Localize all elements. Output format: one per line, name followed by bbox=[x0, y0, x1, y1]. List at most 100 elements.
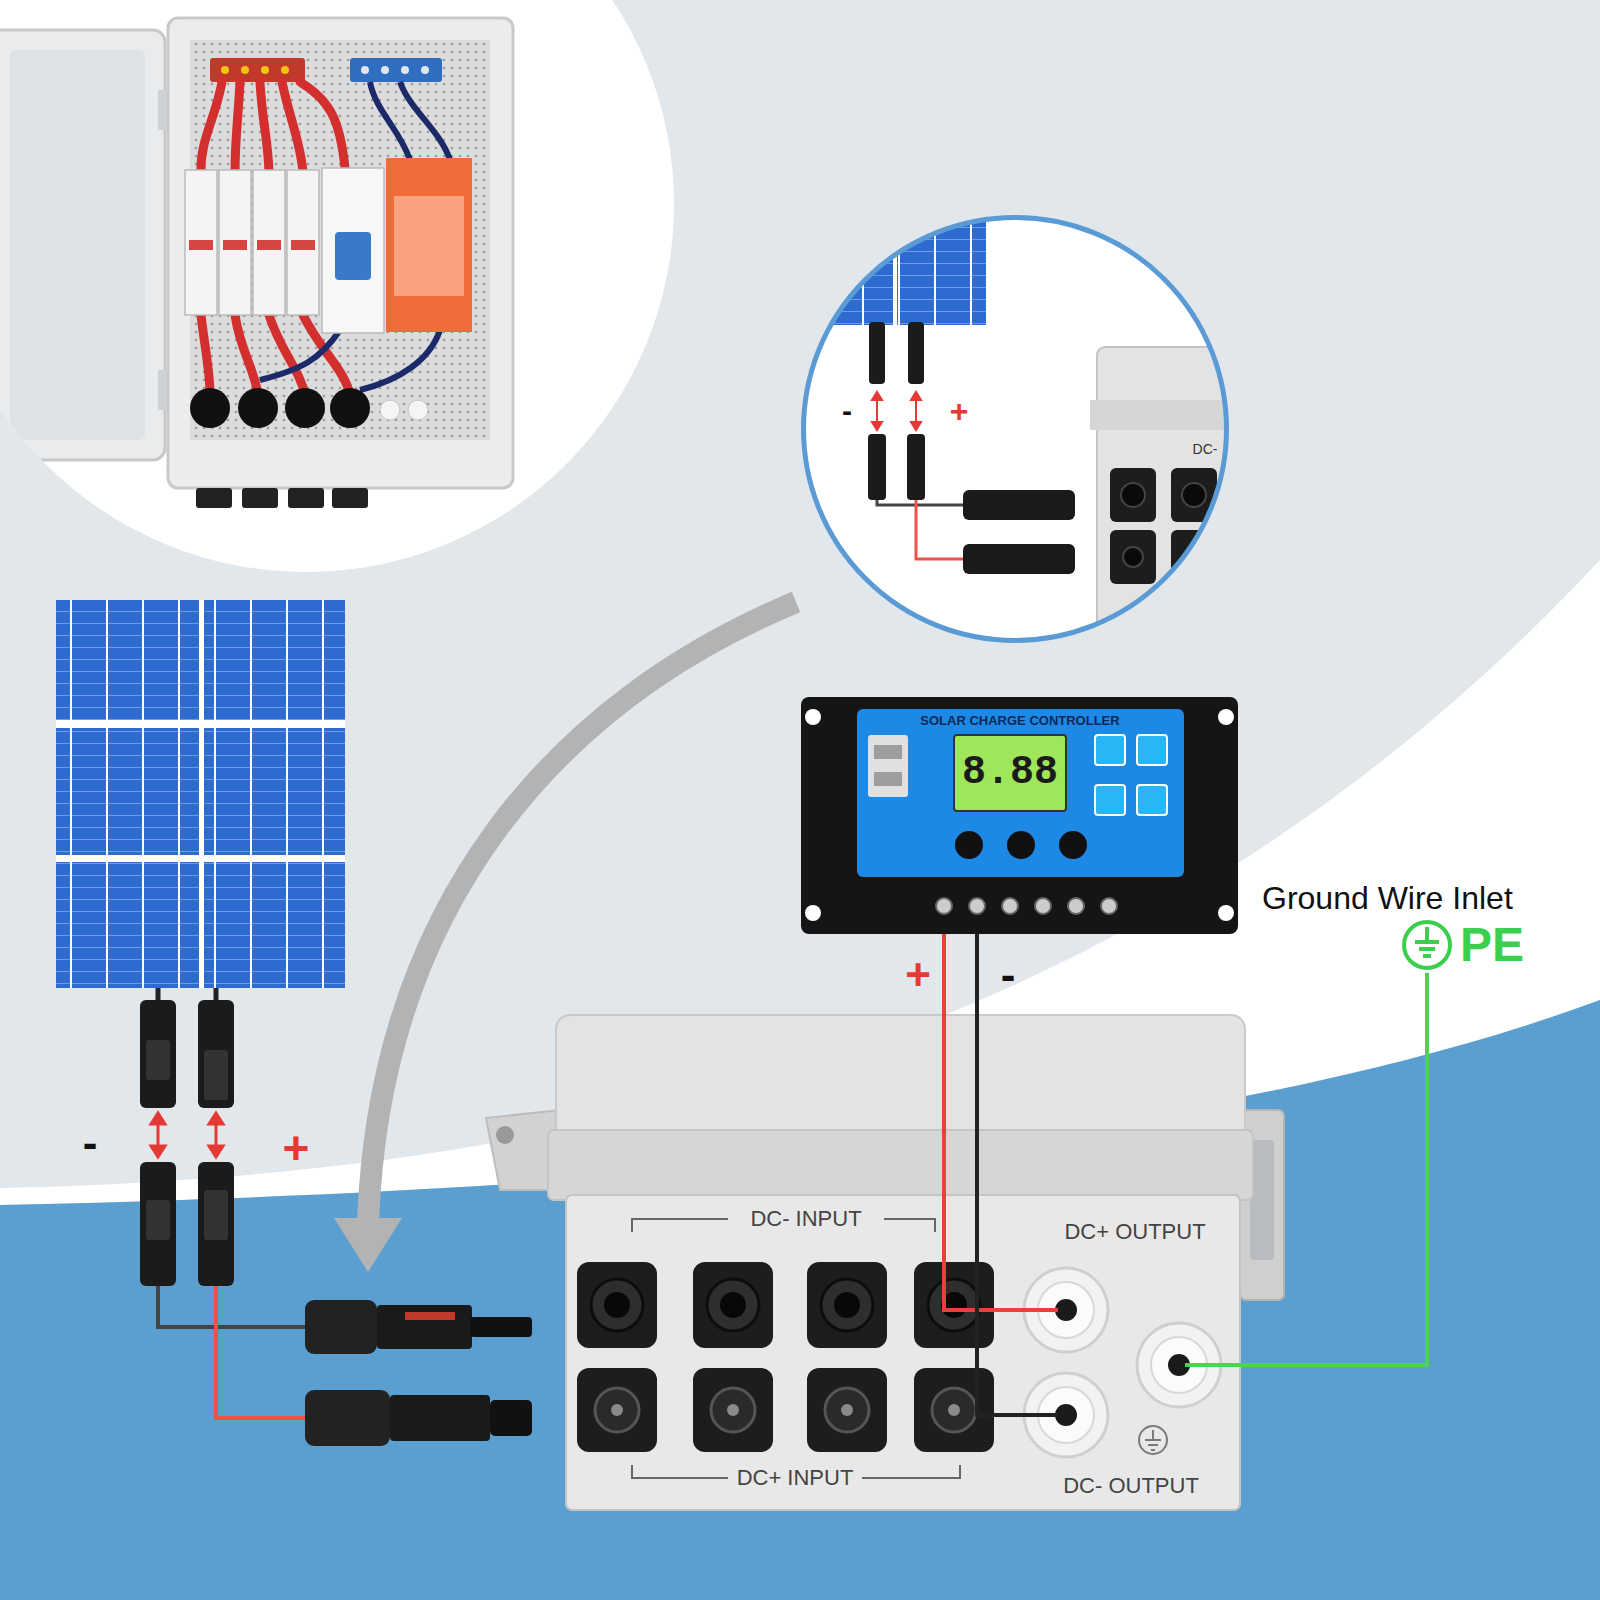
combiner-box-body-part-part bbox=[577, 1368, 657, 1452]
enclosure-photo-part-part bbox=[185, 170, 319, 315]
zoom-detail-part-part bbox=[868, 434, 886, 500]
panel-connectors-part bbox=[204, 1050, 228, 1100]
combiner-box-body-part bbox=[591, 1279, 980, 1331]
panel-connectors-part bbox=[146, 1040, 170, 1080]
enclosure-photo-part-part bbox=[221, 66, 289, 74]
panel-connectors-part bbox=[140, 1162, 176, 1286]
charge-controller-body-part-part bbox=[1059, 831, 1087, 859]
polarity-sign: - bbox=[842, 394, 852, 429]
enclosure-photo-part-part-part bbox=[285, 388, 325, 428]
combiner-box-body-part-part bbox=[1055, 1299, 1077, 1321]
enclosure-photo-part-part bbox=[361, 66, 429, 74]
combiner-box-body-part-part bbox=[948, 1404, 960, 1416]
enclosure-photo-part-part-part bbox=[253, 170, 285, 315]
enclosure-photo-part-part-part bbox=[282, 82, 303, 172]
combiner-box-body bbox=[486, 1015, 1284, 1510]
panel-connectors-part bbox=[390, 1395, 490, 1441]
zoom-detail-part-part bbox=[1110, 468, 1217, 584]
combiner-box-body-part-part bbox=[595, 1388, 639, 1432]
combiner-box-body-part-part bbox=[693, 1368, 773, 1452]
panel-connectors-part bbox=[156, 988, 161, 1002]
enclosure-photo-part-part-part bbox=[381, 66, 389, 74]
combiner-box-body-part-part bbox=[862, 1465, 960, 1478]
enclosure-photo-part-part bbox=[189, 240, 315, 250]
solar-panel-part bbox=[199, 600, 204, 988]
enclosure-photo-part-part-part bbox=[281, 66, 289, 74]
enclosure-photo-part-part bbox=[190, 40, 490, 440]
zoom-detail-part-part-part bbox=[1121, 483, 1145, 507]
enclosure-photo-part-part-part bbox=[330, 388, 370, 428]
enclosure-photo-part-part-part bbox=[235, 315, 258, 395]
enclosure-photo-part-part-part bbox=[235, 82, 240, 172]
panel-connectors-part bbox=[204, 1190, 228, 1240]
zoom-detail-part-part-part bbox=[1123, 547, 1143, 567]
combiner-box-body-part bbox=[1024, 1268, 1221, 1457]
zoom-detail-part-part-part bbox=[872, 422, 882, 430]
zoom-detail-part-part bbox=[872, 392, 921, 430]
panel-connectors-part bbox=[140, 1000, 176, 1108]
panel-connectors-part bbox=[470, 1317, 532, 1337]
combiner-box-body-part-part bbox=[1139, 1426, 1167, 1454]
enclosure-photo-part-part-part bbox=[300, 82, 345, 168]
panel-connectors-part bbox=[151, 1113, 223, 1157]
combiner-box: DC- INPUTDC+ OUTPUTDC+ INPUTDC- OUTPUT bbox=[556, 1015, 1245, 1510]
panel-connectors-part-part bbox=[151, 1146, 165, 1157]
solar-panel-part bbox=[56, 720, 345, 728]
port-label: DC+ INPUT bbox=[737, 1465, 854, 1490]
enclosure-photo-part-part-part bbox=[260, 82, 269, 172]
enclosure-photo-part-part-part bbox=[332, 488, 368, 508]
charge-controller-body-part bbox=[857, 709, 1184, 877]
enclosure-photo-part-part-part bbox=[408, 400, 428, 420]
enclosure-photo-part bbox=[0, 0, 674, 572]
combiner-box-body-part bbox=[496, 1126, 514, 1144]
combiner-box-body-part-part bbox=[604, 1292, 630, 1318]
combiner-box-body-part-part bbox=[591, 1279, 643, 1331]
enclosure-photo-part-part bbox=[190, 388, 370, 428]
combiner-box-body-part-part bbox=[914, 1368, 994, 1452]
combiner-box-body-part-part bbox=[807, 1262, 887, 1348]
panel-connectors-part bbox=[158, 1286, 312, 1327]
charge-controller-body-part bbox=[874, 745, 902, 759]
charge-controller-body-part-part bbox=[1218, 905, 1234, 921]
enclosure-photo-part-part bbox=[10, 50, 145, 440]
charge-controller-body-part bbox=[868, 735, 908, 797]
wire-polarity-label: - bbox=[1001, 950, 1016, 1001]
enclosure-photo-part-part-part bbox=[201, 82, 222, 172]
port-label: DC+ OUTPUT bbox=[1064, 1219, 1205, 1244]
ground-symbol-ring bbox=[1404, 922, 1450, 968]
zoom-detail-part bbox=[801, 215, 1250, 647]
enclosure-photo-part-part-part bbox=[287, 170, 319, 315]
ground-inlet: Ground Wire InletPE bbox=[1262, 880, 1524, 973]
enclosure-photo-part-part-part bbox=[185, 170, 217, 315]
panel-connectors-part-part bbox=[209, 1146, 223, 1157]
zoom-detail-part-part-part bbox=[876, 398, 878, 424]
ground-wire bbox=[1245, 973, 1427, 1365]
enclosure-photo-part-part-part bbox=[241, 66, 249, 74]
enclosure-photo-part-part-part bbox=[291, 240, 315, 250]
combiner-box-body-part-part bbox=[834, 1292, 860, 1318]
combiner-box-body-part-part bbox=[825, 1388, 869, 1432]
charge-controller-body-part-part bbox=[936, 898, 952, 914]
combiner-box-body-part-part bbox=[807, 1368, 887, 1452]
charge-controller-body-part-part bbox=[1068, 898, 1084, 914]
enclosure-photo-part-part-part bbox=[261, 66, 269, 74]
combiner-box-body-part-part bbox=[841, 1404, 853, 1416]
combiner-box-body-part-part bbox=[611, 1404, 623, 1416]
zoom-detail-part-part bbox=[1121, 483, 1206, 567]
zoom-detail-part-part bbox=[869, 322, 885, 384]
combiner-box-body-part bbox=[595, 1388, 976, 1432]
zoom-detail-circle: -+DC- bbox=[801, 215, 1229, 643]
zoom-detail-part-part bbox=[893, 215, 897, 325]
combiner-box-body-part bbox=[1038, 1282, 1207, 1443]
enclosure-photo-part bbox=[0, 18, 513, 508]
panel-connectors-part bbox=[377, 1305, 472, 1349]
charge-controller-body-part bbox=[936, 898, 1117, 914]
combiner-box-body-part bbox=[566, 1195, 1240, 1510]
combiner-box-body-part-part bbox=[707, 1279, 759, 1331]
combiner-box-body-part-part bbox=[914, 1262, 994, 1348]
ground-symbol-row: PE bbox=[1262, 917, 1524, 973]
combiner-box-body-part bbox=[604, 1292, 967, 1318]
enclosure-photo-part-part-part bbox=[190, 388, 230, 428]
enclosure-photo-part-part-part bbox=[219, 170, 251, 315]
enclosure-photo-part-part-part bbox=[269, 315, 305, 395]
